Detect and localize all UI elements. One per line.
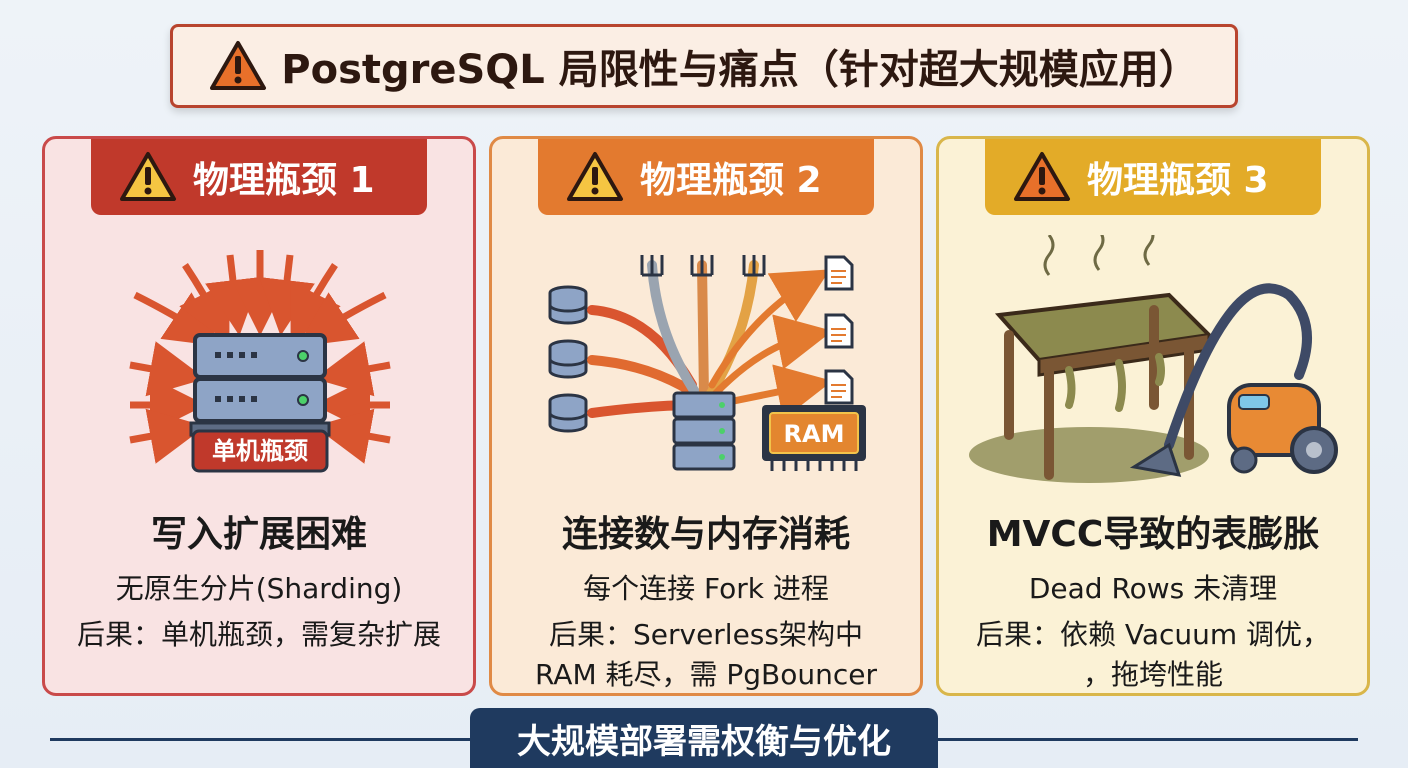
- consequence-line: 后果：Serverless架构中: [548, 618, 863, 651]
- vacuum-cleaner-icon: [1129, 283, 1338, 477]
- panel-subheading: 每个连接 Fork 进程: [583, 572, 829, 605]
- fork-process-illustration: RAM: [548, 255, 866, 471]
- warning-icon: [120, 152, 176, 201]
- warning-icon: [567, 152, 623, 201]
- warning-icon: [210, 41, 267, 90]
- flow-arrows-icon: [587, 260, 833, 420]
- server-bottleneck-illustration: 单机瓶颈: [129, 250, 391, 473]
- panel-write-scaling: 物理瓶颈 1: [42, 136, 476, 696]
- page-title-box: PostgreSQL 局限性与痛点（针对超大规模应用）: [170, 24, 1238, 108]
- footer-banner: 大规模部署需权衡与优化: [470, 708, 938, 768]
- panel-consequence: 后果：Serverless架构中 RAM 耗尽，需 PgBouncer: [506, 615, 906, 695]
- bottleneck-tag: [191, 429, 329, 473]
- bloated-table-vacuum-illustration: [969, 235, 1338, 483]
- ram-label: RAM: [784, 420, 845, 448]
- warning-icon: [1014, 152, 1070, 201]
- panel-subheading: 无原生分片(Sharding): [115, 572, 403, 605]
- server-icon: [189, 333, 331, 437]
- panel-connection-memory: 物理瓶颈 2: [489, 136, 923, 696]
- panel-subheading: Dead Rows 未清理: [1028, 572, 1278, 605]
- footer-divider-right: [938, 738, 1358, 741]
- consequence-line: 后果：依赖 Vacuum 调优，: [975, 618, 1331, 651]
- panel-consequence: 后果：单机瓶颈，需复杂扩展: [59, 615, 459, 655]
- database-icon: [548, 285, 588, 433]
- document-icon: [824, 255, 854, 405]
- panel-badge-label: 物理瓶颈 2: [640, 160, 822, 201]
- page-title: PostgreSQL 局限性与痛点（针对超大规模应用）: [281, 47, 1199, 93]
- panel-badge-label: 物理瓶颈 1: [193, 160, 375, 201]
- fork-icon: [640, 255, 766, 277]
- bottleneck-tag-label: 单机瓶颈: [212, 437, 308, 465]
- panel-mvcc-bloat: 物理瓶颈 3 MVCC导致的表膨胀 Dead Rows 未清理 后果：依赖 Va…: [936, 136, 1370, 696]
- ram-chip-icon: [762, 405, 866, 471]
- footer-divider-left: [50, 738, 470, 741]
- consequence-line: ，拖垮性能: [1082, 658, 1223, 691]
- panel-badge: 物理瓶颈 3: [985, 139, 1321, 215]
- panel-heading: 写入扩展困难: [150, 514, 367, 555]
- panel-badge: 物理瓶颈 1: [91, 139, 427, 215]
- panel-consequence: 后果：依赖 Vacuum 调优， ，拖垮性能: [953, 615, 1353, 695]
- server-icon: [672, 391, 736, 471]
- panel-badge-label: 物理瓶颈 3: [1087, 160, 1269, 201]
- consequence-line: RAM 耗尽，需 PgBouncer: [534, 658, 878, 691]
- panel-heading: MVCC导致的表膨胀: [986, 514, 1320, 555]
- consequence-line: 后果：单机瓶颈，需复杂扩展: [76, 618, 441, 651]
- panel-heading: 连接数与内存消耗: [561, 514, 850, 555]
- pressure-arrows-icon: [129, 250, 391, 464]
- panel-badge: 物理瓶颈 2: [538, 139, 874, 215]
